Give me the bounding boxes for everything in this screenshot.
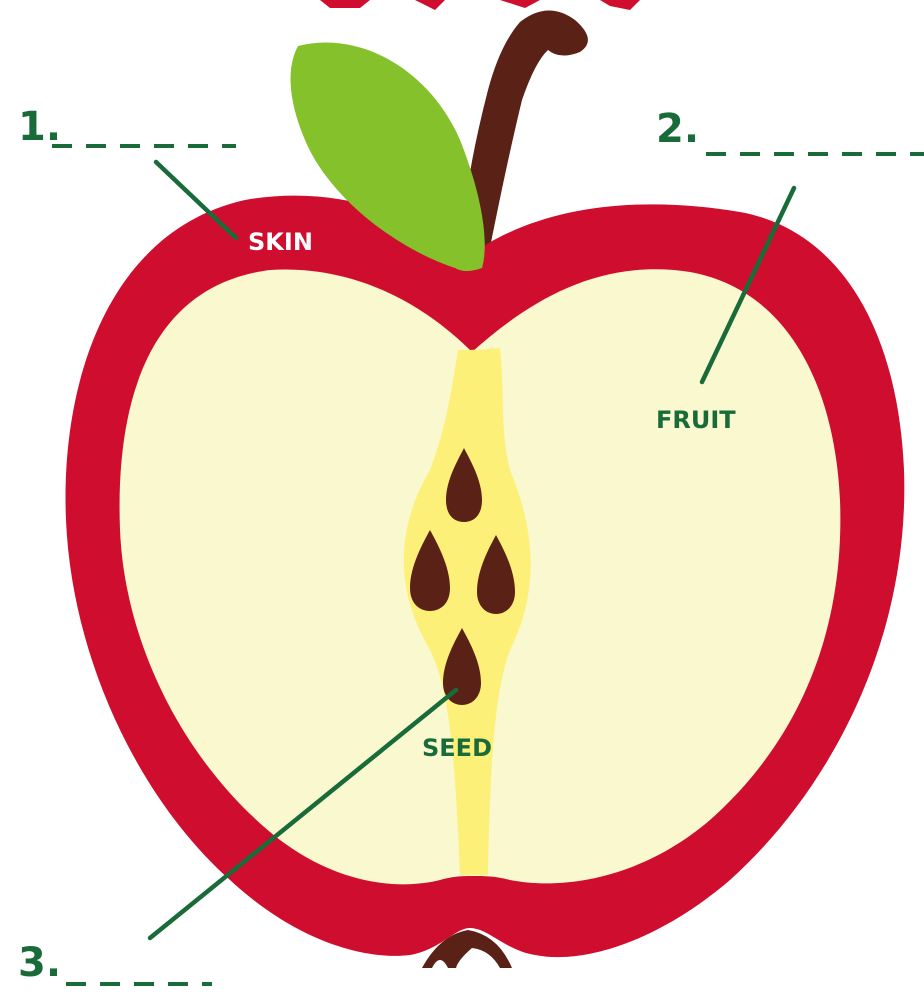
label-skin: SKIN [248, 228, 313, 256]
label-seed: SEED [422, 734, 492, 762]
blank-number-2: 2. [656, 106, 699, 152]
title-remnant [320, 0, 640, 10]
label-fruit: FRUIT [656, 406, 736, 434]
blank-number-3: 3. [18, 940, 61, 986]
blank-number-1: 1. [18, 104, 61, 150]
